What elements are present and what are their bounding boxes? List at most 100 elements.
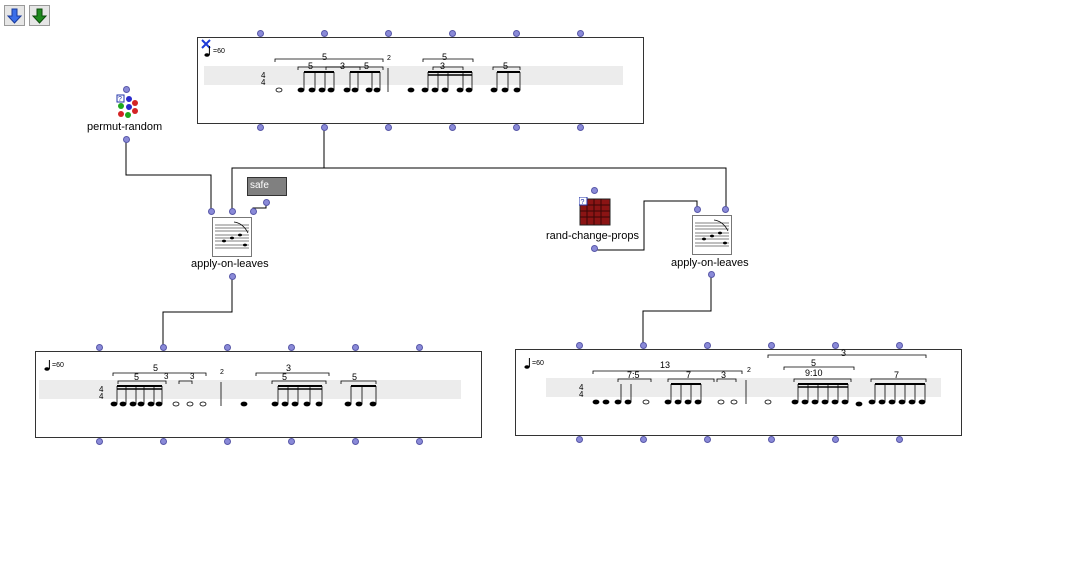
quarter-note-icon [524,358,530,369]
voice-bottom-right-outlet[interactable] [832,436,839,443]
tuplet-label: 3 [286,363,292,373]
voice-top-inlet[interactable] [257,30,264,37]
svg-text:4: 4 [579,390,584,399]
measure-number: 2 [747,367,751,374]
voice-top-inlet[interactable] [577,30,584,37]
blue-down-arrow-icon [6,8,23,24]
permut-random-outlet[interactable] [123,136,130,143]
apply-on-leaves-inlet[interactable] [229,208,236,215]
apply-on-leaves-outlet[interactable] [229,273,236,280]
voice-bottom-left-outlet[interactable] [352,438,359,445]
voice-bottom-left-inlet[interactable] [416,344,423,351]
tuplet-label: 5 [811,358,817,368]
safe-label: safe [250,180,269,191]
tuplet-label: 3 [164,372,169,381]
rand-change-props-inlet[interactable] [591,187,598,194]
voice-bottom-right-outlet[interactable] [896,436,903,443]
tempo-label: =60 [532,360,544,367]
green-down-arrow-icon [31,8,48,24]
staff-band [39,380,461,399]
tuplet-label: 3 [440,61,446,71]
apply-on-leaves-inlet[interactable] [722,206,729,213]
voice-top-inlet[interactable] [321,30,328,37]
scroll-up-button[interactable] [4,5,25,26]
svg-text:4: 4 [99,392,104,401]
close-icon[interactable] [201,39,211,49]
voice-top-inlet[interactable] [513,30,520,37]
svg-text:?: ? [118,96,122,103]
quarter-note-icon [44,360,50,371]
apply-on-leaves-inlet[interactable] [208,208,215,215]
voice-top-outlet[interactable] [385,124,392,131]
voice-bottom-right-inlet[interactable] [704,342,711,349]
voice-top-outlet[interactable] [449,124,456,131]
tuplet-label: 5 [308,61,314,71]
tempo-label: =60 [213,48,225,55]
scroll-down-button[interactable] [29,5,50,26]
svg-text:4: 4 [261,78,266,87]
permut-random-label: permut-random [87,121,163,133]
permut-random-inlet[interactable] [123,86,130,93]
apply-on-leaves-inlet[interactable] [694,206,701,213]
voice-bottom-left-outlet[interactable] [288,438,295,445]
voice-bottom-left-inlet[interactable] [224,344,231,351]
tuplet-label: 5 [352,372,358,382]
voice-bottom-left-inlet[interactable] [352,344,359,351]
voice-top-inlet[interactable] [449,30,456,37]
voice-bottom-left-outlet[interactable] [416,438,423,445]
voice-bottom-left-outlet[interactable] [160,438,167,445]
voice-bottom-right-inlet[interactable] [640,342,647,349]
voice-bottom-left-outlet[interactable] [224,438,231,445]
tuplet-label: 5 [503,61,509,71]
voice-bottom-right-inlet[interactable] [768,342,775,349]
tuplet-label: 3 [841,348,847,358]
voice-top-inlet[interactable] [385,30,392,37]
apply-on-leaves-label: apply-on-leaves [671,257,749,269]
voice-top-outlet[interactable] [321,124,328,131]
voice-bottom-left-inlet[interactable] [96,344,103,351]
rand-change-props-outlet[interactable] [591,245,598,252]
voice-bottom-right-outlet[interactable] [704,436,711,443]
voice-bottom-left-inlet[interactable] [288,344,295,351]
rand-change-props-icon[interactable]: ? [579,197,611,227]
voice-top-outlet[interactable] [577,124,584,131]
tuplet-label: 9:10 [805,368,823,378]
voice-bottom-right-outlet[interactable] [768,436,775,443]
tuplet-label: 5 [153,363,159,373]
measure-number: 2 [387,55,391,62]
voice-bottom-left-inlet[interactable] [160,344,167,351]
tuplet-label: 3 [190,372,195,381]
voice-bottom-right-outlet[interactable] [640,436,647,443]
voice-bottom-right-inlet[interactable] [576,342,583,349]
score-notation: 44 [579,354,927,407]
voice-top-outlet[interactable] [513,124,520,131]
safe-outlet[interactable] [263,199,270,206]
safe-value-box[interactable]: safe [247,177,287,196]
tuplet-label: 7:5 [627,370,640,380]
tuplet-label: 5 [364,61,370,71]
voice-bottom-right-outlet[interactable] [576,436,583,443]
voice-bottom-right-inlet[interactable] [896,342,903,349]
tuplet-label: 13 [660,360,671,370]
rand-change-props-label: rand-change-props [546,230,639,242]
apply-on-leaves-inlet[interactable] [250,208,257,215]
svg-text:4: 4 [99,385,104,394]
voice-bottom-left-outlet[interactable] [96,438,103,445]
voice-top-outlet[interactable] [257,124,264,131]
svg-text:4: 4 [579,383,584,392]
score-tree-icon[interactable] [212,217,252,257]
score-notation: 44 [261,58,521,93]
permut-random-icon[interactable]: ? [115,94,139,120]
tuplet-label: 7 [686,370,692,380]
tuplet-label: 5 [134,372,140,382]
score-tree-icon[interactable] [692,215,732,255]
tuplet-label: 5 [442,52,448,62]
apply-on-leaves-outlet[interactable] [708,271,715,278]
voice-bottom-right-inlet[interactable] [832,342,839,349]
tuplet-label: 7 [894,370,900,380]
tuplet-label: 5 [322,52,328,62]
